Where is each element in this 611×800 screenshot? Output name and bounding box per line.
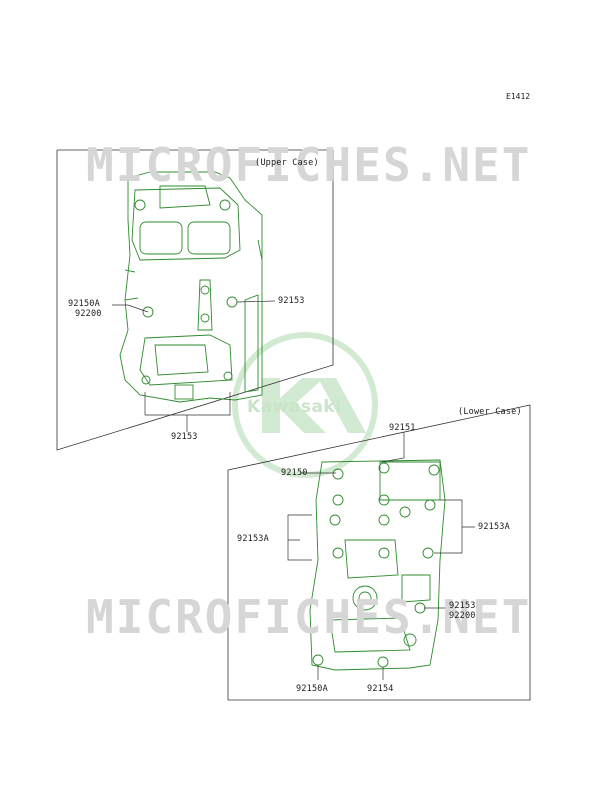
watermark-logo-text: Kawasaki: [247, 397, 342, 417]
lower-part-label-92153a-left[interactable]: 92153A: [237, 534, 269, 544]
lower-part-label-92153[interactable]: 92153: [449, 601, 476, 611]
lower-part-label-92151[interactable]: 92151: [389, 423, 416, 433]
upper-part-label-92153-bottom[interactable]: 92153: [171, 432, 198, 442]
lower-part-label-92150[interactable]: 92150: [281, 468, 308, 478]
kawasaki-logo-icon: [232, 332, 378, 478]
watermark-top: MICROFICHES.NET: [86, 138, 532, 192]
upper-part-label-92200[interactable]: 92200: [75, 309, 102, 319]
lower-case-frame: [227, 404, 531, 701]
upper-part-label-92153-right[interactable]: 92153: [278, 296, 305, 306]
upper-crankcase-drawing: [119, 171, 263, 403]
lower-part-label-92153a-right[interactable]: 92153A: [478, 522, 510, 532]
lower-part-label-92150a[interactable]: 92150A: [296, 684, 328, 694]
upper-case-frame: [56, 149, 334, 451]
lower-leader-lines: [287, 432, 475, 680]
lower-part-label-92154[interactable]: 92154: [367, 684, 394, 694]
upper-leader-lines: [112, 300, 276, 432]
upper-case-title: (Upper Case): [255, 158, 319, 168]
lower-part-label-92200[interactable]: 92200: [449, 611, 476, 621]
lower-case-title: (Lower Case): [458, 407, 522, 417]
diagram-id: E1412: [506, 92, 531, 101]
watermark-bottom: MICROFICHES.NET: [86, 590, 532, 644]
upper-part-label-92150a[interactable]: 92150A: [68, 299, 100, 309]
